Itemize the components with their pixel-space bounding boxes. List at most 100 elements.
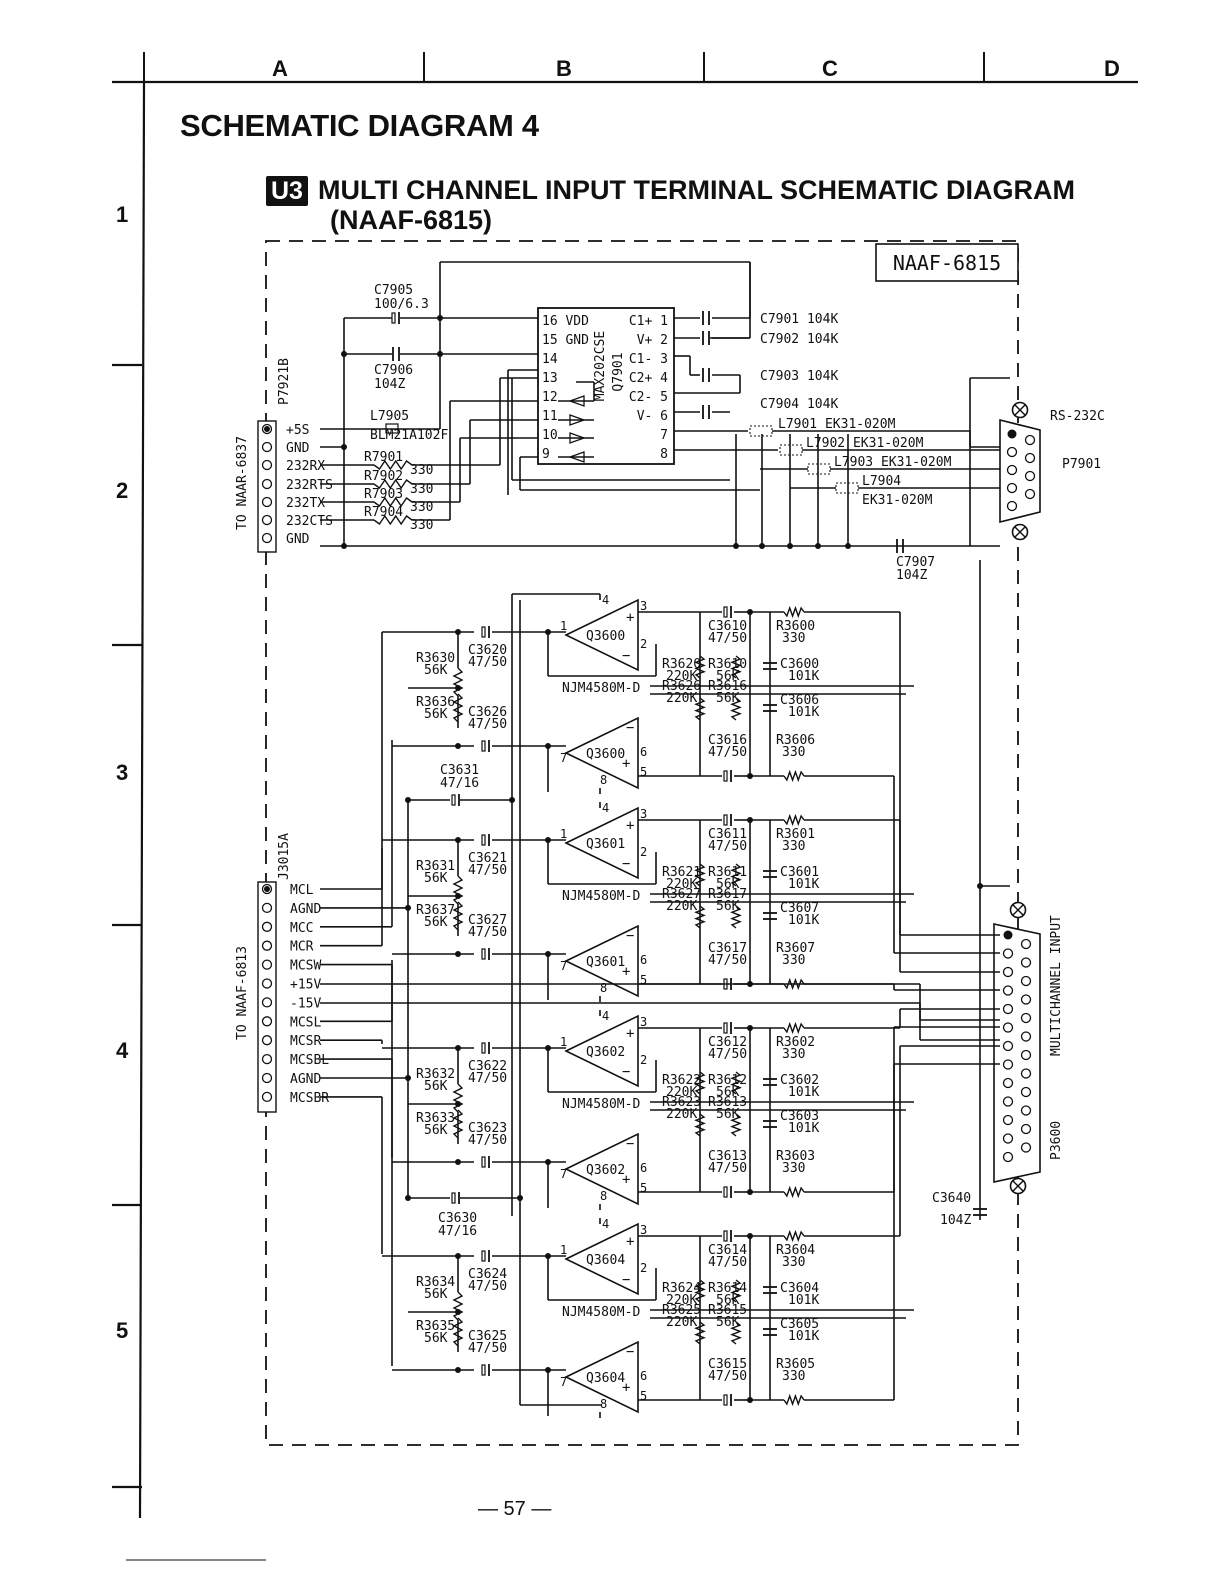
component-label: 220K <box>666 669 697 684</box>
component-label: C3602 <box>780 1073 819 1088</box>
pin-polarity: + <box>622 1380 630 1396</box>
capacitor-c7905 <box>391 312 396 324</box>
resistor-r3600 <box>783 605 805 619</box>
opamp-ref-label: Q3604 <box>586 1253 625 1268</box>
pin-number: 3 <box>640 807 647 821</box>
component-label: R3602 <box>776 1035 815 1050</box>
opamp-0-b <box>564 716 639 790</box>
resistor-r3636 <box>452 693 464 723</box>
component-label: R3615 <box>708 1303 747 1318</box>
component-label: 47/50 <box>708 953 747 968</box>
pin-polarity: − <box>626 1344 634 1360</box>
pin-polarity: + <box>626 1234 634 1250</box>
pin-number: 7 <box>560 751 567 765</box>
pin-number: 1 <box>560 827 567 841</box>
junction-dot <box>977 883 983 889</box>
connector-pin-label: MCSBR <box>290 1091 329 1106</box>
capacitor-c3623 <box>481 1156 486 1168</box>
component-label: 47/50 <box>468 863 507 878</box>
ic-pin-label: 11 <box>542 409 558 424</box>
junction-dot <box>787 543 793 549</box>
grid-row-5: 5 <box>116 1318 129 1343</box>
grid-column-d: D <box>1104 56 1120 81</box>
resistor-r3606 <box>783 769 805 783</box>
ferrite-l7905 <box>385 423 399 434</box>
component-label: L7904 <box>862 474 901 489</box>
ic-pin-label: V+ 2 <box>637 333 668 348</box>
resistor-r3614 <box>730 1279 742 1303</box>
capacitor-c3610 <box>723 606 728 618</box>
component-label: C3622 <box>468 1059 507 1074</box>
mounting-screw <box>1014 404 1026 416</box>
capacitor-c3624 <box>481 1250 486 1262</box>
connector-pin <box>1020 1123 1032 1135</box>
ic-pin-label: V- 6 <box>637 409 668 424</box>
junction-dot <box>815 543 821 549</box>
connector-pin <box>1020 975 1032 987</box>
component-label: C3617 <box>708 941 747 956</box>
grid-row-4: 4 <box>116 1038 129 1063</box>
resistor-r3635 <box>452 1317 464 1347</box>
component-label: C3620 <box>468 643 507 658</box>
connector-pin <box>1006 464 1018 476</box>
grid-column-c: C <box>822 56 838 81</box>
junction-dot <box>405 1075 411 1081</box>
resistor-r3626 <box>694 697 706 721</box>
ic-pin-label: 13 <box>542 371 558 386</box>
component-label: C7902 104K <box>760 332 838 347</box>
component-label: BLM21A102F <box>370 428 448 443</box>
resistor-r3601 <box>783 813 805 827</box>
component-label: 101K <box>788 877 819 892</box>
resistor-r3623 <box>694 1113 706 1137</box>
pin-number: 3 <box>640 1015 647 1029</box>
component-label: 56K <box>716 899 740 914</box>
opamp-2-b <box>564 1132 639 1206</box>
resistor-r7904 <box>373 514 413 526</box>
ferrite-l7904 <box>835 482 859 494</box>
component-label: R3631 <box>416 859 455 874</box>
component-label: 47/50 <box>468 1071 507 1086</box>
component-label: C3625 <box>468 1329 507 1344</box>
component-label: 101K <box>788 913 819 928</box>
ic-pin-label: 8 <box>660 447 668 462</box>
component-label: C3610 <box>708 619 747 634</box>
connector-pin <box>1002 985 1014 996</box>
component-label: 220K <box>666 1107 697 1122</box>
component-label: R3617 <box>708 887 747 902</box>
component-label: R3600 <box>776 619 815 634</box>
ferrite-l7901 <box>749 425 773 437</box>
component-label: C3621 <box>468 851 507 866</box>
component-label: 330 <box>410 518 433 533</box>
component-label: 56K <box>716 1107 740 1122</box>
connector-pin <box>261 940 273 951</box>
component-label: 56K <box>716 1085 740 1100</box>
capacitor-c3615 <box>723 1394 728 1406</box>
pin-number: 8 <box>600 773 607 787</box>
connector-pin <box>1003 930 1013 940</box>
component-label: 56K <box>424 1079 448 1094</box>
component-label: R3637 <box>416 903 455 918</box>
component-label: C7903 104K <box>760 369 838 384</box>
pin-number: 4 <box>602 1217 609 1231</box>
component-label: 104Z <box>374 377 405 392</box>
component-label: C3630 <box>438 1211 477 1226</box>
component-label: C7901 104K <box>760 312 838 327</box>
component-label: 56K <box>424 1287 448 1302</box>
component-label: R3621 <box>662 865 701 880</box>
capacitor-c3630 <box>451 1192 456 1204</box>
pin-number: 3 <box>640 1223 647 1237</box>
grid-row-3: 3 <box>116 760 129 785</box>
resistor-r3621 <box>694 863 706 887</box>
opamp-part-label: NJM4580M-D <box>562 1097 640 1112</box>
component-label: 47/50 <box>468 655 507 670</box>
connector-pin <box>261 441 273 453</box>
pin-polarity: − <box>622 648 630 664</box>
connector-pin <box>1002 1151 1014 1163</box>
opamp-ref-label: Q3604 <box>586 1371 625 1386</box>
capacitor-c3627 <box>481 948 486 960</box>
component-label: L7901 EK31-020M <box>778 417 896 432</box>
resistor-r3607 <box>783 977 805 991</box>
component-label: R3614 <box>708 1281 747 1296</box>
connector-pin <box>1020 1086 1032 1098</box>
mounting-screw <box>1012 904 1024 916</box>
